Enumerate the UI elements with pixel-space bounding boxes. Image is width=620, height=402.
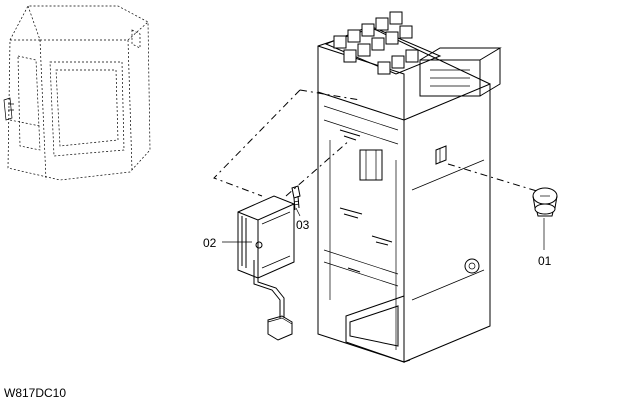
part-01-socket (532, 187, 558, 217)
callout-line-03 (295, 207, 301, 217)
callout-01: 01 (538, 254, 552, 268)
electrical-box (317, 11, 502, 363)
leader-01 (447, 163, 541, 193)
part-03-screw (291, 185, 301, 211)
drawing-code: W817DC10 (4, 386, 66, 400)
cab-outline (3, 5, 151, 181)
callout-02: 02 (203, 236, 217, 250)
callout-03: 03 (296, 218, 310, 232)
part-02-relay (237, 195, 295, 341)
relay-block (324, 11, 502, 97)
leader-02 (213, 89, 301, 197)
